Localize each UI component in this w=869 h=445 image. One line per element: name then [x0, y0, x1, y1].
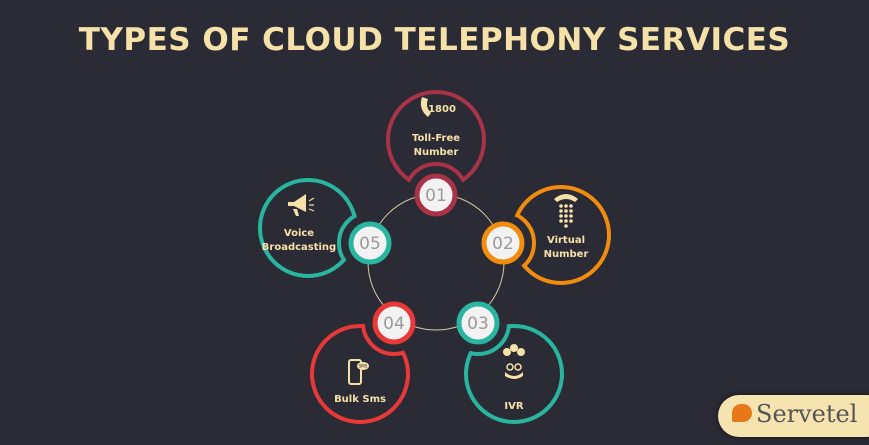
number-badge [456, 301, 500, 345]
service-label: Broadcasting [262, 242, 336, 253]
telephone-keypad-icon [554, 194, 578, 228]
number-badge [414, 173, 458, 217]
service-notch [403, 162, 469, 190]
logo-text: Servetel [756, 400, 858, 428]
service-label: Toll-Free [412, 133, 460, 144]
service-number: 05 [359, 234, 381, 254]
servetel-logo: Servetel [718, 395, 869, 437]
service-notch [511, 210, 536, 276]
service-label: Bulk Sms [334, 394, 386, 405]
service-label: Number [414, 147, 459, 158]
service-number: 03 [467, 314, 489, 334]
service-number: 02 [492, 234, 514, 254]
service-number: 04 [383, 314, 405, 334]
service-label: Number [544, 249, 589, 260]
svg-text:1800: 1800 [428, 104, 456, 115]
number-badge [348, 221, 392, 265]
sms-phone-icon: SMS [348, 359, 369, 385]
service-notch [464, 324, 511, 356]
ivr-icon [503, 344, 525, 379]
service-number: 01 [425, 186, 447, 206]
page-title: TYPES OF CLOUD TELEPHONY SERVICES [78, 22, 791, 58]
speech-bubble-icon [732, 404, 752, 422]
number-badge [481, 221, 525, 265]
megaphone-icon [288, 194, 315, 216]
svg-text:SMS: SMS [359, 364, 368, 369]
number-badge [372, 301, 416, 345]
service-outline [464, 324, 564, 424]
service-label: Voice [284, 228, 314, 239]
toll-free-phone-icon: 1800 [420, 97, 456, 117]
service-outline [310, 324, 410, 424]
service-label: Virtual [547, 235, 585, 246]
service-label: IVR [504, 401, 523, 412]
